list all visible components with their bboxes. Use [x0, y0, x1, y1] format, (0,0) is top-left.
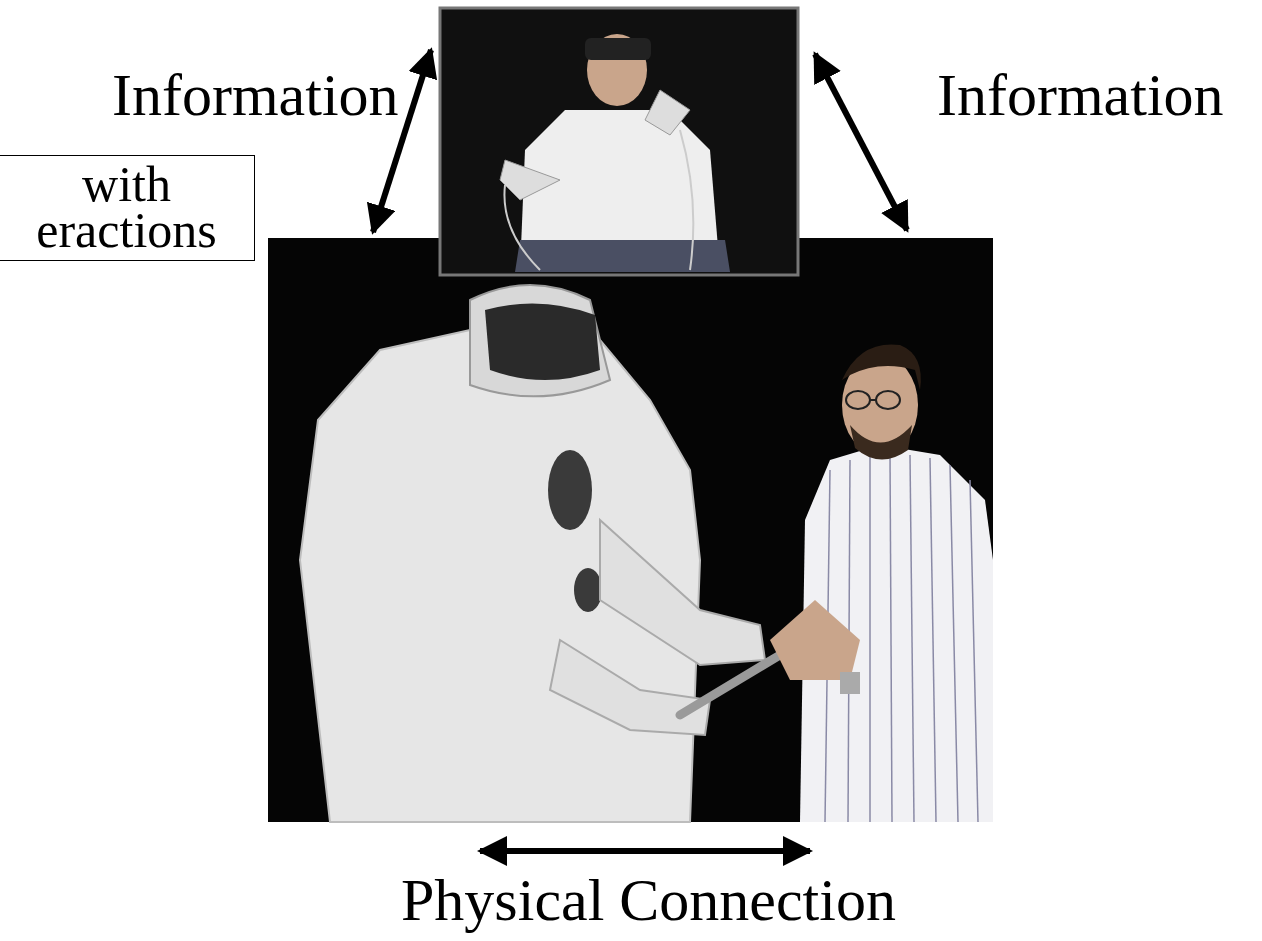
operator-photo [440, 8, 798, 275]
arrow-label: Information [108, 62, 403, 128]
information-arrow [815, 54, 907, 230]
man-hands [770, 600, 860, 680]
arrow-label: Physical Connection [397, 867, 900, 933]
handed-object [680, 655, 780, 715]
box-text: with eractions [5, 161, 248, 253]
robot-photo [268, 238, 993, 822]
operator-glove [645, 90, 690, 135]
robot-patch [574, 568, 602, 612]
arrow-label: Information [933, 62, 1228, 128]
glove-cable [680, 130, 693, 270]
photo-ground [440, 8, 798, 275]
head-mounted-display [585, 38, 651, 60]
glove-cable [504, 185, 540, 270]
operator-jeans [515, 240, 730, 272]
operator-glove [500, 160, 560, 200]
robot-visor [485, 304, 600, 380]
man-hair [842, 344, 921, 390]
man-glasses [846, 391, 900, 409]
text-box: with eractions [0, 155, 255, 261]
photo-ground [268, 238, 993, 822]
man-watch [840, 672, 860, 694]
physical-connection-arrow [480, 848, 810, 854]
robot-hood [470, 285, 610, 396]
robot-patch [548, 450, 592, 530]
robot-arm [550, 640, 710, 735]
robot-arm [600, 520, 765, 665]
man-beard [850, 425, 912, 460]
